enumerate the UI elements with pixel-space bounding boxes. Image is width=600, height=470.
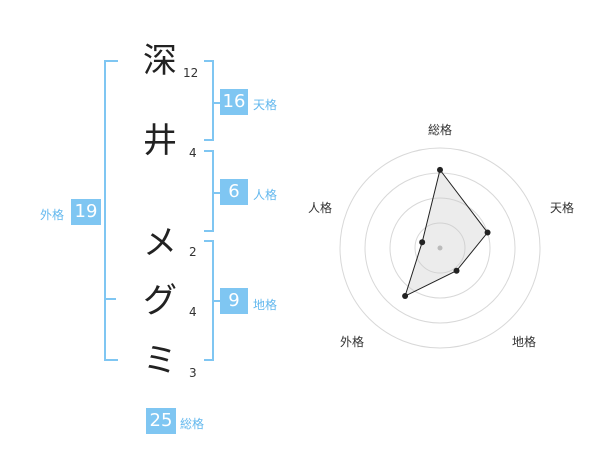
tenkaku-value: 16	[220, 89, 248, 115]
name-char-5: ミ	[143, 341, 177, 381]
radar-center	[437, 245, 443, 251]
radar-axis-label-2: 天格	[550, 200, 574, 215]
radar-point-2	[484, 229, 491, 236]
radar-ring-3	[364, 172, 516, 324]
stroke-count-2: 4	[189, 146, 197, 160]
gaikaku-bracket	[104, 60, 118, 361]
jinkaku-connector	[212, 192, 220, 194]
stroke-count-3: 2	[189, 245, 197, 259]
radar-ring-2	[389, 197, 491, 299]
gaikaku-label: 外格	[40, 208, 65, 222]
tenkaku-connector	[212, 102, 220, 104]
chikaku-label: 地格	[253, 298, 278, 312]
name-char-2: 井	[143, 121, 177, 161]
radar-axis-label-3: 地格	[512, 334, 536, 349]
radar-point-4	[402, 293, 409, 300]
radar-ring-1	[414, 222, 466, 274]
chikaku-value: 9	[220, 288, 248, 314]
stroke-count-4: 4	[189, 305, 197, 319]
tenkaku-bracket	[204, 60, 214, 141]
jinkaku-label: 人格	[253, 188, 278, 202]
soukaku-label: 総格	[180, 417, 205, 431]
radar-point-1	[437, 166, 443, 173]
jinkaku-bracket	[204, 150, 214, 232]
radar-ring-4	[339, 147, 541, 349]
jinkaku-value: 6	[220, 179, 248, 205]
radar-axis-label-1: 総格	[428, 122, 452, 137]
radar-axis-label-4: 外格	[340, 334, 364, 349]
stroke-count-5: 3	[189, 366, 197, 380]
gaikaku-value: 19	[71, 199, 101, 225]
radar-polygon	[404, 168, 489, 298]
stroke-count-1: 12	[183, 66, 199, 80]
radar-axis-label-5: 人格	[308, 200, 332, 215]
name-char-4: グ	[143, 281, 177, 321]
name-char-1: 深	[143, 41, 177, 81]
tenkaku-label: 天格	[253, 98, 278, 112]
radar-point-3	[453, 267, 460, 274]
name-char-3: メ	[143, 223, 177, 263]
soukaku-value: 25	[146, 408, 176, 434]
chikaku-connector	[212, 300, 220, 302]
gaikaku-separator-tick	[104, 298, 116, 300]
radar-point-5	[419, 239, 426, 246]
